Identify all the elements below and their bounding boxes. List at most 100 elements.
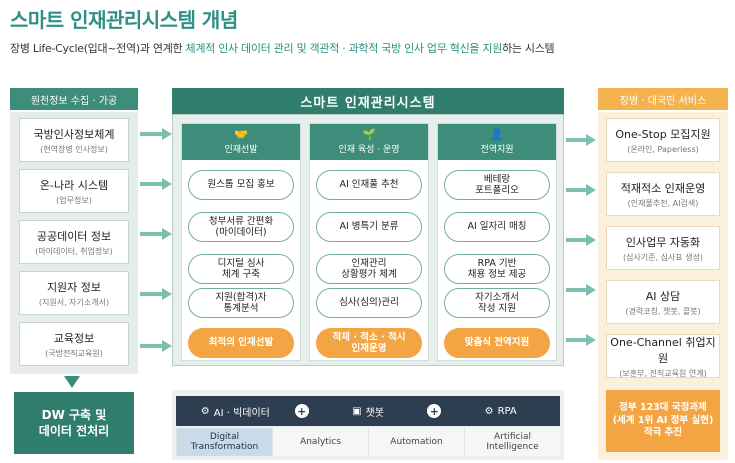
function-pill: 베테랑 포트폴리오 (444, 170, 550, 200)
function-pill: 디지털 심사 체계 구축 (188, 254, 294, 284)
service-panel: One-Stop 모집지원 (온라인, Paperless) 적재적소 인재운영… (598, 112, 728, 460)
tech-label: AI · 빅데이터 (213, 407, 270, 419)
function-pill: 자기소개서 작성 지원 (444, 288, 550, 318)
function-pill: AI 일자리 매칭 (444, 212, 550, 242)
source-title: 온-나라 시스템 (39, 178, 109, 192)
column-header: 👤 전역지원 (438, 124, 556, 160)
service-title: 인사업무 자동화 (625, 235, 701, 249)
arrow-right-icon (566, 284, 596, 296)
service-sub: (심사기준, 심사표 생성) (622, 252, 704, 262)
tech-item: ▣ 챗봇 (309, 404, 428, 419)
source-sub: (현역장병 인사정보) (40, 144, 108, 154)
column-develop: 🌱 인재 육성 · 운영 AI 인재풀 추천 AI 병특기 분류 인재관리 상황… (309, 123, 429, 361)
result-pill: 맞춤식 전역지원 (444, 328, 550, 358)
service-sub: (보훈부, 전직교육원 연계) (619, 368, 707, 378)
column-header: 🌱 인재 육성 · 운영 (310, 124, 428, 160)
tech-label: RPA (497, 405, 517, 417)
subtitle-post: 하는 시스템 (502, 42, 555, 55)
source-title: 교육정보 (53, 331, 95, 345)
function-pill: RPA 기반 채용 정보 제공 (444, 254, 550, 284)
source-sub: (업무정보) (56, 195, 92, 205)
arrow-right-icon (140, 128, 172, 140)
source-sub: (마이데이터, 취업정보) (35, 246, 113, 256)
service-title: One-Channel 취업지원 (610, 335, 716, 365)
service-box: AI 상담 (경력코칭, 챗봇, 콜봇) (606, 280, 720, 324)
function-pill: AI 병특기 분류 (316, 212, 422, 242)
arrow-right-icon (140, 228, 172, 240)
subtitle-highlight: 체계적 인사 데이터 관리 및 객관적 · 과학적 국방 인사 업무 혁신을 지… (185, 42, 503, 55)
chatbot-icon: ▣ (352, 405, 362, 417)
function-pill: 심사(심의)관리 (316, 288, 422, 318)
tech-item: ⚙ RPA (441, 406, 560, 417)
caption-row: Digital Transformation Analytics Automat… (176, 428, 560, 456)
service-title: One-Stop 모집지원 (615, 127, 711, 141)
rpa-icon: ⚙ (484, 405, 494, 417)
dw-line2: 데이터 전처리 (38, 424, 110, 438)
arrow-right-icon (140, 178, 172, 190)
right-header: 장병 · 대국민 서비스 (598, 88, 728, 110)
function-pill: 인재관리 상황평가 체계 (316, 254, 422, 284)
service-title: 적재적소 인재운영 (620, 181, 706, 195)
center-header: 스마트 인재관리시스템 (172, 88, 564, 114)
caption: Automation (368, 428, 464, 456)
arrow-right-icon (566, 134, 596, 146)
function-pill: 지원(합격)자 통계분석 (188, 288, 294, 318)
service-sub: (경력코칭, 챗봇, 콜봇) (625, 306, 701, 316)
plus-icon: + (294, 404, 309, 418)
page-subtitle: 장병 Life-Cycle(입대~전역)과 연계한 체계적 인사 데이터 관리 … (10, 40, 555, 56)
source-box: 공공데이터 정보 (마이데이터, 취업정보) (19, 220, 129, 264)
center-panel: 🤝 인재선발 원스톱 모집 홍보 청부서류 간편화 (마이데이터) 디지털 심사… (172, 114, 564, 366)
source-sub: (지원서, 자기소개서) (38, 297, 110, 307)
column-title: 전역지원 (480, 145, 514, 155)
function-pill: 청부서류 간편화 (마이데이터) (188, 212, 294, 242)
growth-icon: 🌱 (362, 128, 376, 141)
column-title: 인재 육성 · 운영 (338, 145, 400, 155)
source-box: 온-나라 시스템 (업무정보) (19, 169, 129, 213)
arrow-right-icon (566, 334, 596, 346)
dw-line1: DW 구축 및 (41, 407, 107, 422)
handshake-icon: 🤝 (234, 128, 248, 141)
source-panel: 국방인사정보체계 (현역장병 인사정보) 온-나라 시스템 (업무정보) 공공데… (10, 112, 138, 374)
source-title: 지원자 정보 (46, 280, 102, 294)
source-box: 국방인사정보체계 (현역장병 인사정보) (19, 118, 129, 162)
plus-icon: + (427, 404, 442, 418)
service-sub: (인재풀추천, AI검색) (627, 198, 699, 208)
ai-icon: ⚙ (200, 405, 210, 417)
page-title: 스마트 인재관리시스템 개념 (10, 8, 238, 32)
goal-box: 정부 123대 국정과제 (세계 1위 AI 정부 실현) 적극 추진 (606, 390, 720, 452)
source-box: 교육정보 (국방전직교육원) (19, 322, 129, 366)
tech-bar: ⚙ AI · 빅데이터 + ▣ 챗봇 + ⚙ RPA (176, 396, 560, 426)
caption: Analytics (272, 428, 368, 456)
column-header: 🤝 인재선발 (182, 124, 300, 160)
result-pill: 적재 · 적소 · 적시 인재운영 (316, 328, 422, 358)
source-sub: (국방전직교육원) (45, 348, 103, 358)
arrow-right-icon (566, 184, 596, 196)
service-box: One-Stop 모집지원 (온라인, Paperless) (606, 118, 720, 162)
service-sub: (온라인, Paperless) (627, 144, 699, 154)
caption: Artificial Intelligence (464, 428, 560, 456)
arrow-right-icon (566, 234, 596, 246)
arrow-right-icon (140, 340, 172, 352)
source-box: 지원자 정보 (지원서, 자기소개서) (19, 271, 129, 315)
arrow-right-icon (140, 288, 172, 300)
service-box: One-Channel 취업지원 (보훈부, 전직교육원 연계) (606, 334, 720, 378)
column-recruit: 🤝 인재선발 원스톱 모집 홍보 청부서류 간편화 (마이데이터) 디지털 심사… (181, 123, 301, 361)
service-box: 인사업무 자동화 (심사기준, 심사표 생성) (606, 226, 720, 270)
source-title: 공공데이터 정보 (36, 229, 112, 243)
source-title: 국방인사정보체계 (33, 127, 115, 141)
caption: Digital Transformation (176, 428, 272, 456)
column-title: 인재선발 (224, 145, 258, 155)
service-box: 적재적소 인재운영 (인재풀추천, AI검색) (606, 172, 720, 216)
subtitle-pre: 장병 Life-Cycle(입대~전역)과 연계한 (10, 42, 186, 55)
tech-label: 챗봇 (365, 407, 384, 419)
column-discharge: 👤 전역지원 베테랑 포트폴리오 AI 일자리 매칭 RPA 기반 채용 정보 … (437, 123, 557, 361)
tech-item: ⚙ AI · 빅데이터 (176, 404, 295, 419)
service-title: AI 상담 (645, 289, 681, 303)
down-arrow-icon (64, 376, 80, 388)
function-pill: AI 인재풀 추천 (316, 170, 422, 200)
function-pill: 원스톱 모집 홍보 (188, 170, 294, 200)
result-pill: 최적의 인재선발 (188, 328, 294, 358)
left-header: 원천정보 수집 · 가공 (10, 88, 138, 110)
person-icon: 👤 (490, 128, 504, 141)
